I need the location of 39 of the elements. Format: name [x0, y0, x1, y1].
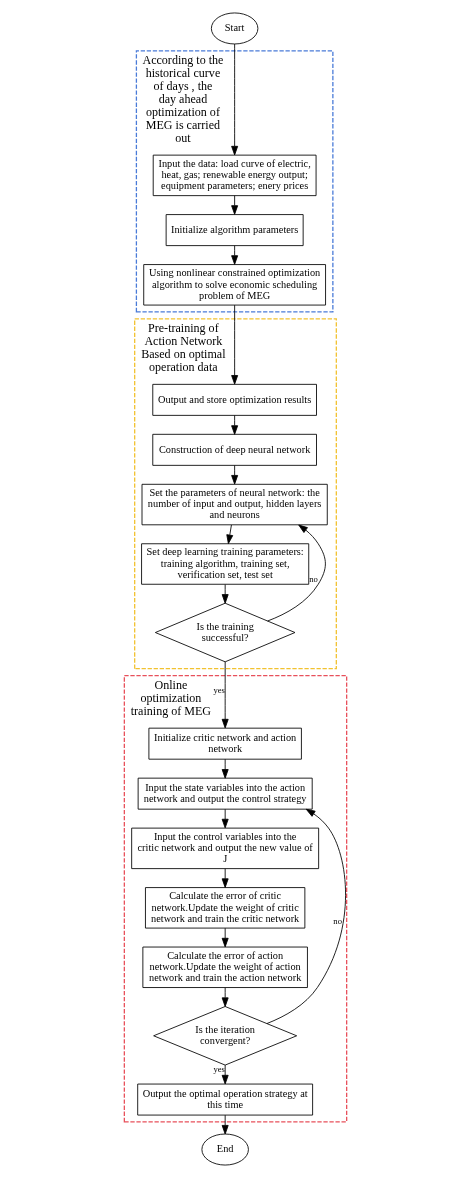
node-diamond: Is the training successful?	[154, 602, 296, 663]
arrow	[266, 808, 346, 1024]
arrow	[221, 927, 229, 948]
arrow	[267, 524, 326, 622]
node-box: Calculate the error of action network.Update the weight of action network and train the action network	[142, 946, 308, 988]
arrow	[231, 415, 239, 435]
edge-label: yes	[213, 684, 225, 695]
node-box: Set the parameters of neural network: the number of input and output, hidden layers and neurons	[141, 483, 328, 526]
node-ellipse: End	[201, 1133, 249, 1166]
edge-label: no	[333, 916, 342, 927]
arrow	[221, 661, 229, 729]
arrow	[231, 195, 239, 215]
node-box: Output the optimal operation strategy at this time	[137, 1083, 314, 1116]
arrow	[231, 245, 239, 265]
node-diamond: Is the iteration convergent?	[153, 1006, 298, 1066]
node-box: Set deep learning training parameters: training algorithm, training set, verification set, test set	[141, 543, 310, 585]
arrow	[226, 524, 234, 545]
node-ellipse: Start	[210, 12, 259, 45]
node-box: Initialize algorithm parameters	[165, 214, 304, 247]
arrow	[221, 1114, 229, 1135]
arrow	[231, 43, 239, 156]
arrow	[221, 868, 229, 888]
arrow	[231, 465, 239, 485]
node-box: Input the data: load curve of electric, heat, gas; renewable energy output; equipment parameters; enery prices	[152, 154, 317, 197]
node-box: Input the state variables into the action network and output the control strategy	[137, 777, 313, 810]
node-box: Input the control variables into the critic network and output the new value of J	[131, 827, 320, 870]
node-box: Initialize critic network and action network	[148, 727, 302, 760]
arrow	[221, 758, 229, 779]
edge-label: yes	[213, 1063, 225, 1074]
arrow	[231, 304, 239, 385]
node-box: Construction of deep neural network	[152, 433, 317, 466]
arrow	[221, 987, 229, 1007]
arrow	[221, 808, 229, 829]
edge-label: no	[309, 573, 318, 584]
node-box: Output and store optimization results	[152, 383, 317, 416]
arrow	[221, 1064, 229, 1085]
node-box: Using nonlinear constrained optimization algorithm to solve economic scheduling problem of MEG	[143, 264, 326, 306]
arrow	[221, 584, 229, 604]
node-box: Calculate the error of critic network.Update the weight of critic network and train the critic network	[145, 887, 306, 929]
